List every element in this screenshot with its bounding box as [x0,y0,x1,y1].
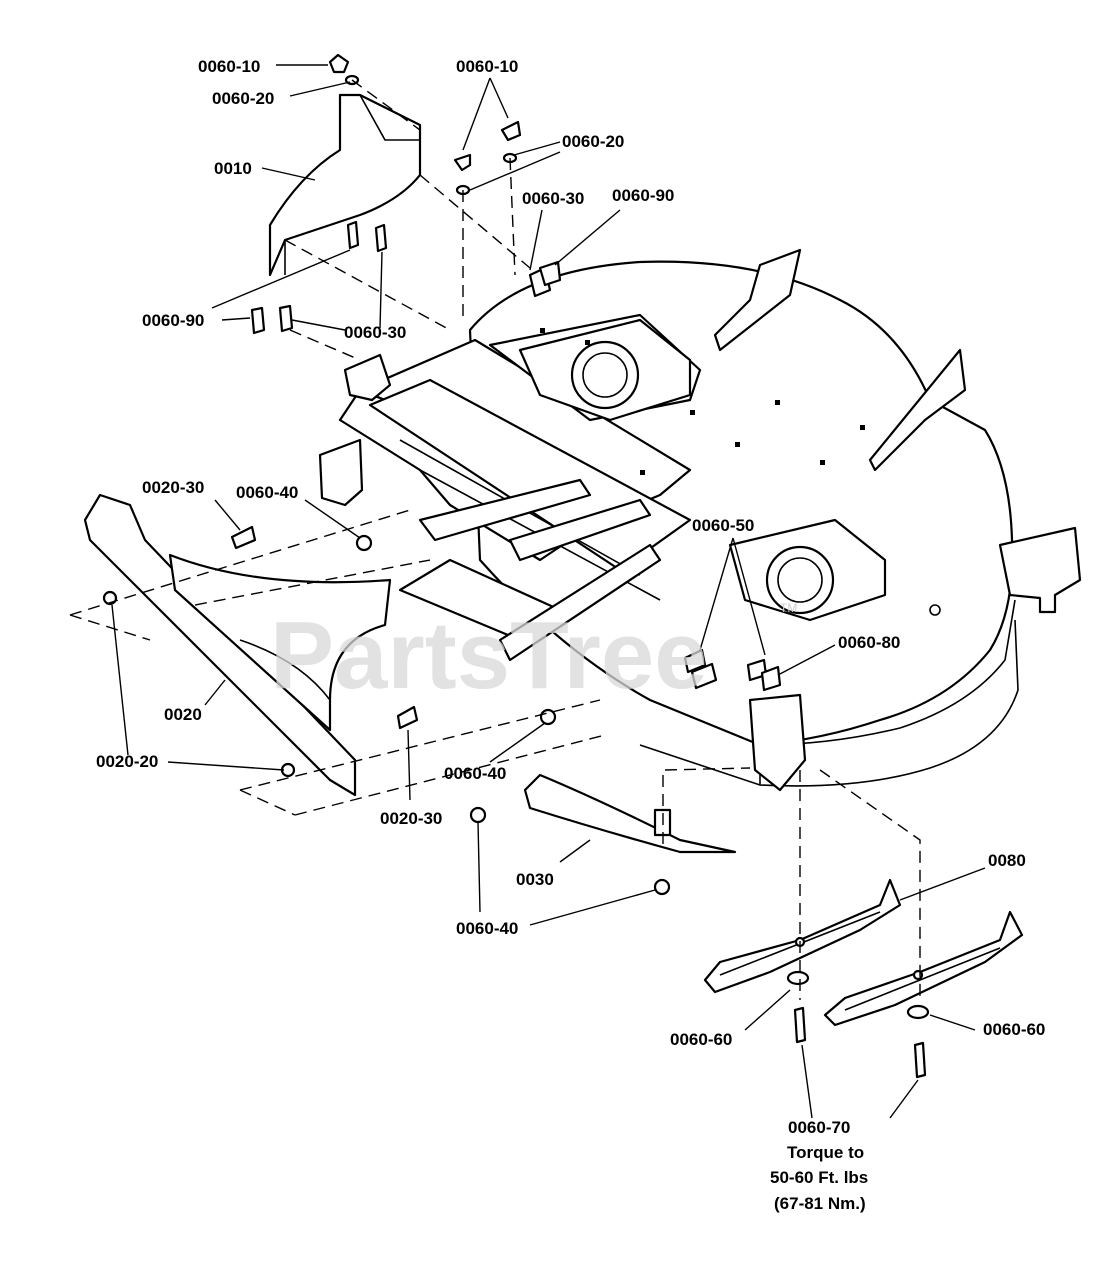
label-0020-30-a: 0020-30 [142,478,204,497]
watermark-tm: TM [780,601,797,615]
watermark: PartsTree [270,602,708,709]
label-0080: 0080 [988,851,1026,870]
label-0060-80: 0060-80 [838,633,900,652]
part-labels: 0060-10 0060-20 0060-10 0060-20 0010 006… [96,57,1045,1213]
assembly-lines [69,79,921,1000]
label-0060-20-b: 0060-20 [562,132,624,151]
label-0060-50: 0060-50 [692,516,754,535]
leader-lines [111,64,986,1119]
label-0060-70: 0060-70 [788,1118,850,1137]
label-0060-30-b: 0060-30 [344,323,406,342]
label-0030: 0030 [516,870,554,889]
label-0020: 0020 [164,705,202,724]
label-0020-30-b: 0020-30 [380,809,442,828]
label-0060-40-a: 0060-40 [236,483,298,502]
label-0060-60-a: 0060-60 [670,1030,732,1049]
label-0060-90-a: 0060-90 [612,186,674,205]
hardware [102,53,927,1079]
label-0060-30-a: 0060-30 [522,189,584,208]
label-0060-40-c: 0060-40 [456,919,518,938]
deck-housing [318,248,1082,792]
label-0060-60-b: 0060-60 [983,1020,1045,1039]
discharge-chute-0010 [268,93,422,277]
label-0060-20-a: 0060-20 [212,89,274,108]
label-0060-40-b: 0060-40 [444,764,506,783]
label-0060-90-b: 0060-90 [142,311,204,330]
label-0020-20: 0020-20 [96,752,158,771]
blades-0080 [703,878,1024,1027]
label-0060-10-b: 0060-10 [456,57,518,76]
torque-note-line1: Torque to [787,1143,864,1162]
torque-note-line3: (67-81 Nm.) [774,1194,866,1213]
label-0010: 0010 [214,159,252,178]
rod-0030 [523,773,737,854]
torque-note-line2: 50-60 Ft. lbs [770,1168,868,1187]
label-0060-10-a: 0060-10 [198,57,260,76]
